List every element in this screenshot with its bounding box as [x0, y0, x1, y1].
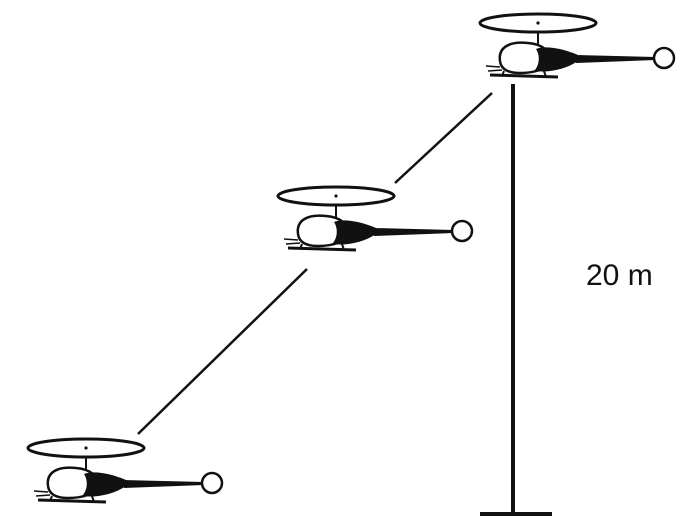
helicopter-icon [276, 185, 474, 252]
helicopter-icon [26, 437, 224, 504]
helicopter-icon [478, 12, 676, 79]
flight-path-upper [394, 92, 493, 184]
height-label: 20 m [586, 259, 653, 292]
flight-path-lower [137, 268, 308, 435]
